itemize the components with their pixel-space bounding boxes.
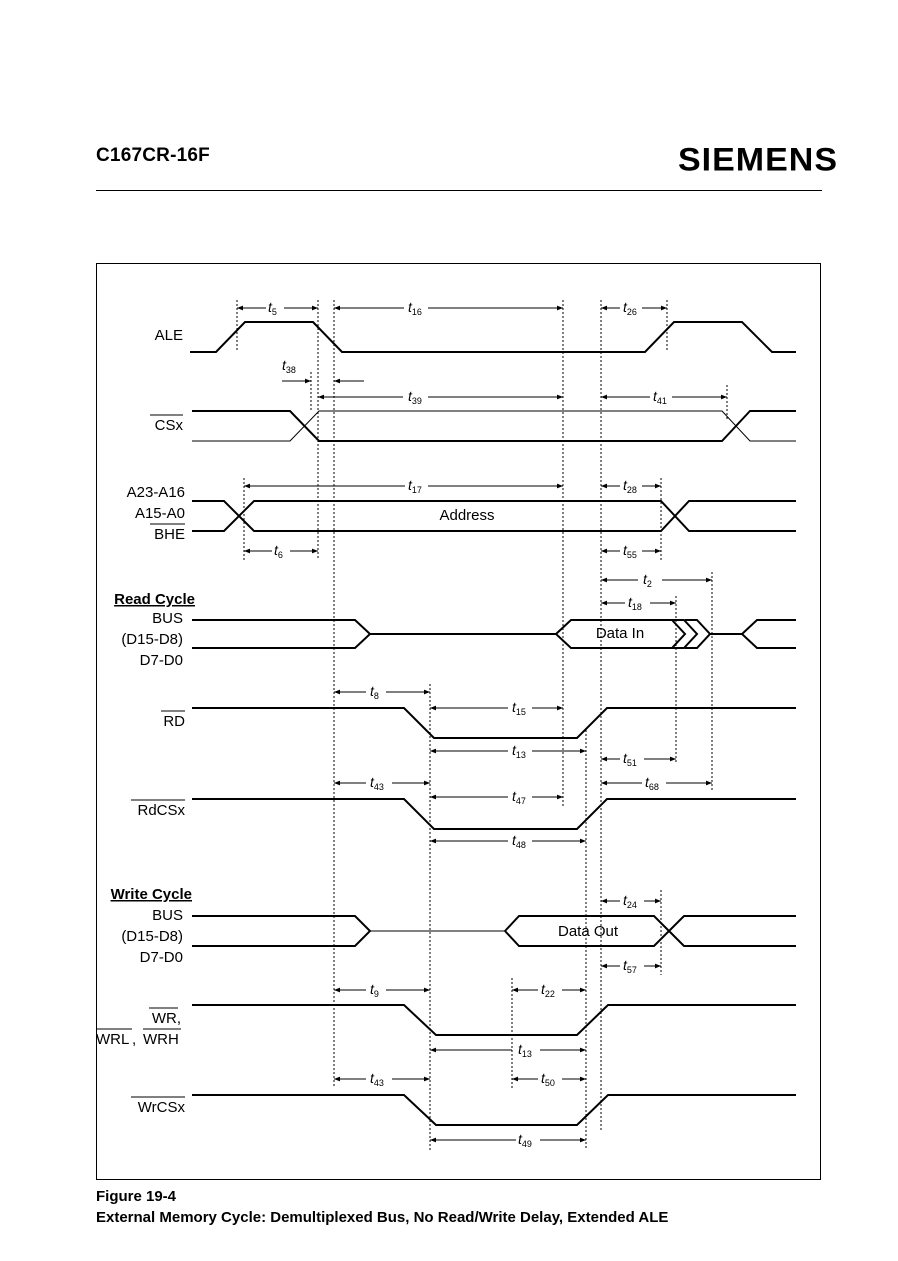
timing-label-t43-write: t43 <box>370 1070 384 1088</box>
timing-label-t68: t68 <box>645 774 659 792</box>
timing-label-t50: t50 <box>541 1070 555 1088</box>
label-wrcsx: WrCSx <box>138 1099 186 1116</box>
label-read-bus: BUS <box>152 610 183 627</box>
figure-frame <box>96 263 821 1180</box>
timing-label-t28: t28 <box>623 477 637 495</box>
label-read-d7-d0: D7-D0 <box>140 652 183 669</box>
label-csx: CSx <box>155 417 184 434</box>
csx-waveform <box>192 410 796 442</box>
label-a15-a0: A15-A0 <box>135 505 185 522</box>
label-wrl-comma: , <box>132 1031 136 1048</box>
figure-caption: External Memory Cycle: Demultiplexed Bus… <box>96 1209 669 1226</box>
timing-label-t8: t8 <box>370 683 379 701</box>
label-wr: WR, <box>152 1010 181 1027</box>
timing-label-t41: t41 <box>653 388 667 406</box>
timing-label-t43-read: t43 <box>370 774 384 792</box>
timing-label-t38: t38 <box>282 357 296 375</box>
timing-label-t51: t51 <box>623 750 637 768</box>
timing-arrows <box>237 305 727 1143</box>
read-bus-waveform <box>192 619 796 649</box>
timing-label-t13-read: t13 <box>512 742 526 760</box>
label-a23-a16: A23-A16 <box>127 484 185 501</box>
write-bus-waveform <box>192 915 796 947</box>
timing-label-t39: t39 <box>408 388 422 406</box>
label-ale: ALE <box>155 327 183 344</box>
wr-waveform <box>192 1004 796 1036</box>
label-write-cycle: Write Cycle <box>111 886 192 903</box>
timing-label-t5: t5 <box>268 299 277 317</box>
timing-labels: t5 t16 t26 t38 t39 t41 t17 t28 t6 t55 t2… <box>268 299 667 1149</box>
timing-label-t16: t16 <box>408 299 422 317</box>
timing-label-t55: t55 <box>623 542 637 560</box>
rd-waveform <box>192 707 796 739</box>
label-write-d15-d8: (D15-D8) <box>121 928 183 945</box>
timing-label-t6: t6 <box>274 542 283 560</box>
timing-label-t17: t17 <box>408 477 422 495</box>
timing-label-t2: t2 <box>643 571 652 589</box>
label-wrh: WRH <box>143 1031 179 1048</box>
timing-label-t47: t47 <box>512 788 526 806</box>
document-title: C167CR-16F <box>96 145 210 166</box>
data-in-label: Data In <box>596 625 644 642</box>
timing-label-t26: t26 <box>623 299 637 317</box>
label-rd: RD <box>163 713 185 730</box>
address-label: Address <box>439 507 494 524</box>
header-rule <box>96 190 822 191</box>
timing-label-t22: t22 <box>541 981 555 999</box>
figure-number: Figure 19-4 <box>96 1188 177 1205</box>
reference-lines <box>236 300 728 1150</box>
label-rdcsx: RdCSx <box>137 802 185 819</box>
label-read-cycle: Read Cycle <box>114 591 195 608</box>
timing-label-t24: t24 <box>623 892 637 910</box>
timing-label-t9: t9 <box>370 981 379 999</box>
label-bhe: BHE <box>154 526 185 543</box>
ale-waveform <box>190 321 796 353</box>
address-waveform <box>192 500 796 532</box>
timing-label-t15: t15 <box>512 699 526 717</box>
label-write-bus: BUS <box>152 907 183 924</box>
wrcsx-waveform <box>192 1094 796 1126</box>
label-write-d7-d0: D7-D0 <box>140 949 183 966</box>
timing-label-t18: t18 <box>628 594 642 612</box>
label-wrl: WRL <box>96 1031 129 1048</box>
siemens-logo: SIEMENS <box>678 141 839 179</box>
timing-label-t48: t48 <box>512 832 526 850</box>
timing-label-t49: t49 <box>518 1131 532 1149</box>
label-read-d15-d8: (D15-D8) <box>121 631 183 648</box>
timing-label-t13-write: t13 <box>518 1041 532 1059</box>
data-out-label: Data Out <box>558 923 619 940</box>
timing-label-t57: t57 <box>623 957 637 975</box>
rdcsx-waveform <box>192 798 796 830</box>
